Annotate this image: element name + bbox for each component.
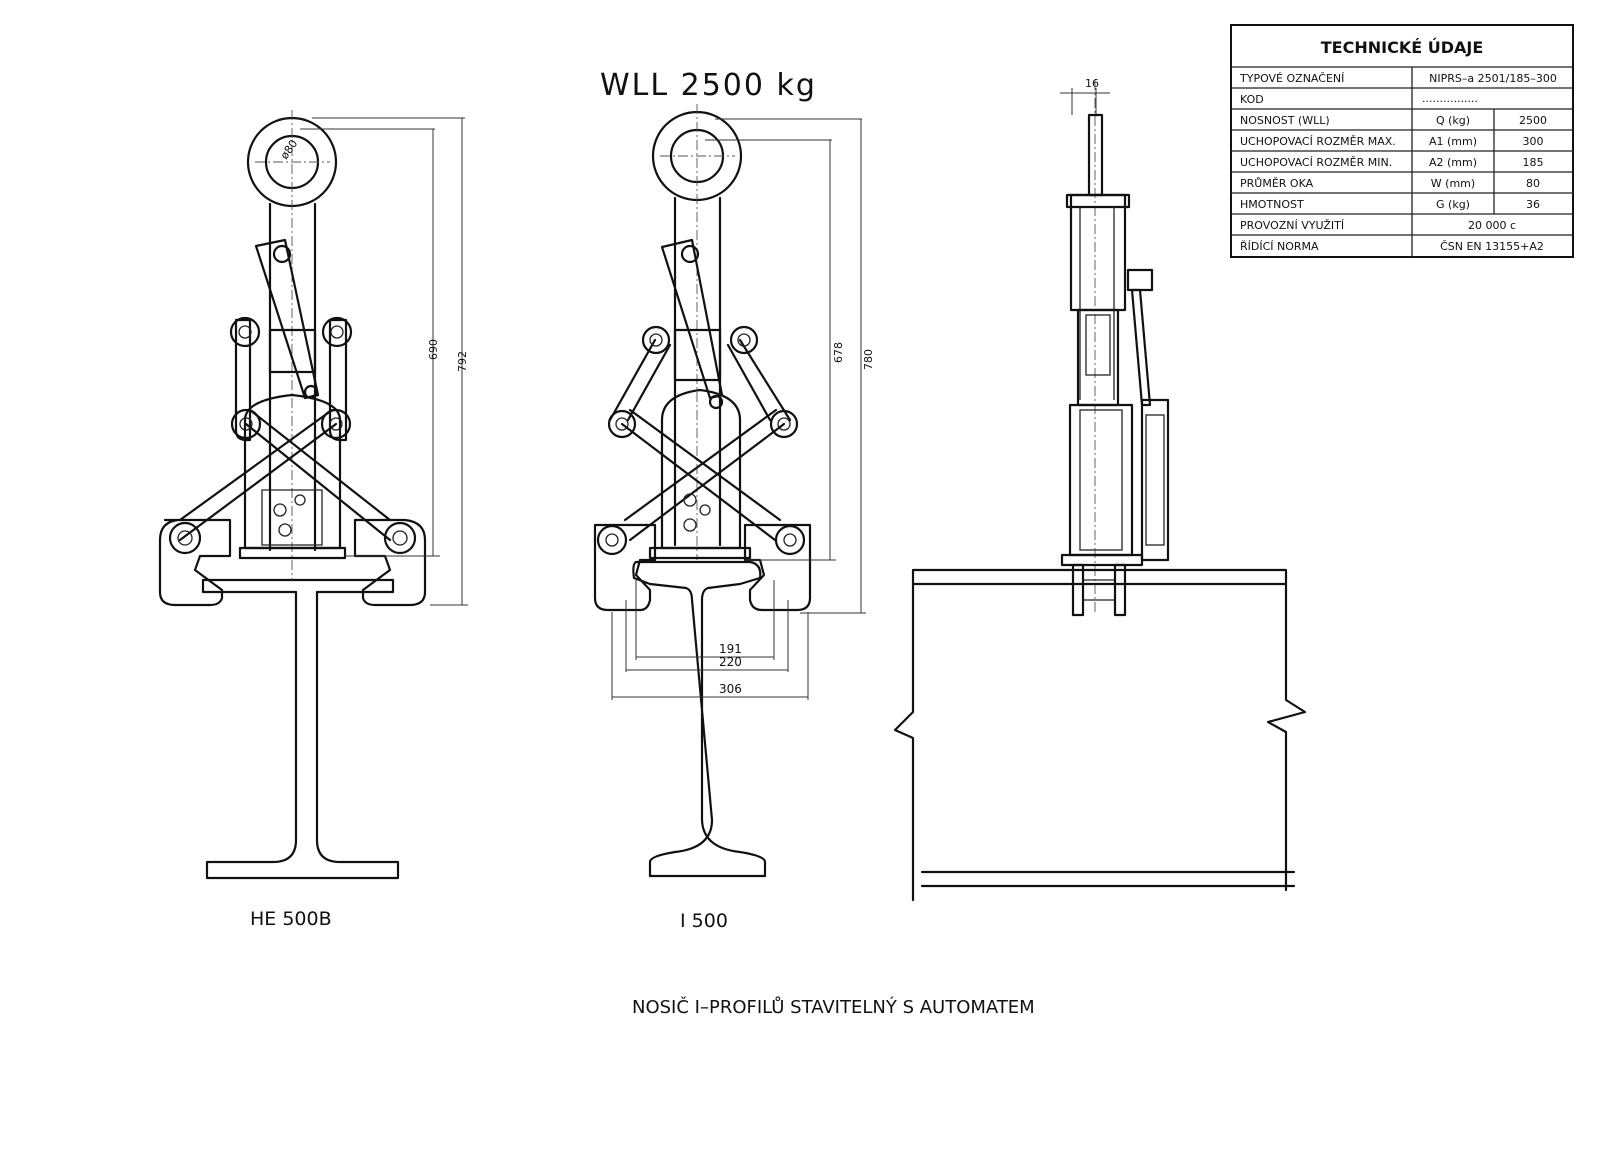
he500b-profile (201, 578, 400, 880)
dim-780: 780 (862, 349, 875, 370)
dim-306: 306 (719, 682, 742, 696)
row-unit: W (mm) (1431, 177, 1475, 190)
lifting-eye-left (246, 110, 338, 580)
row-unit: A1 (mm) (1429, 135, 1477, 148)
row-unit: G (kg) (1436, 198, 1470, 211)
dim-792: 792 (456, 351, 469, 372)
eye-diameter-label: ø80 (278, 137, 301, 161)
label-he500b: HE 500B (250, 908, 332, 930)
row-label: NOSNOST (WLL) (1240, 114, 1330, 127)
row-label: PRŮMĚR OKA (1240, 177, 1314, 190)
row-value: ČSN EN 13155+A2 (1440, 240, 1544, 253)
row-label: UCHOPOVACÍ ROZMĚR MAX. (1240, 135, 1396, 148)
row-value: 20 000 c (1468, 219, 1516, 232)
row-value: 36 (1526, 198, 1540, 211)
i500-profile (632, 560, 767, 878)
row-value: 2500 (1519, 114, 1547, 127)
middle-view: 678 780 191 220 306 I 500 (593, 104, 875, 932)
dim-16: 16 (1085, 77, 1099, 90)
row-label: TYPOVÉ OZNAČENÍ (1239, 72, 1344, 85)
beam-side-view (893, 568, 1307, 902)
row-value: ................ (1422, 92, 1478, 105)
drawing-caption: NOSIČ I–PROFILŮ STAVITELNÝ S AUTOMATEM (632, 996, 1035, 1018)
row-value: NIPRS–a 2501/185–300 (1429, 72, 1557, 85)
row-label: HMOTNOST (1240, 198, 1304, 211)
height-dimensions-left (300, 117, 468, 606)
row-label: PROVOZNÍ VYUŽITÍ (1240, 219, 1344, 232)
table-header: TECHNICKÉ ÚDAJE (1321, 38, 1484, 57)
row-value: 80 (1526, 177, 1540, 190)
row-label: UCHOPOVACÍ ROZMĚR MIN. (1240, 156, 1392, 169)
label-i500: I 500 (680, 910, 728, 932)
dim-191: 191 (719, 642, 742, 656)
width-dimensions (611, 580, 809, 700)
technical-data-table: TECHNICKÉ ÚDAJE TYPOVÉ OZNAČENÍ KOD NOSN… (1230, 24, 1574, 258)
left-view: ø80 (158, 110, 469, 930)
height-dimensions-middle (705, 118, 866, 614)
row-value: 185 (1523, 156, 1544, 169)
side-view: 16 (1060, 77, 1170, 617)
row-value: 300 (1523, 135, 1544, 148)
row-label: KOD (1240, 93, 1264, 106)
dim-690: 690 (427, 339, 440, 360)
dim-220: 220 (719, 655, 742, 669)
row-unit: A2 (mm) (1429, 156, 1477, 169)
dim-678: 678 (832, 342, 845, 363)
row-unit: Q (kg) (1436, 114, 1470, 127)
drawing-title: WLL 2500 kg (600, 68, 817, 103)
row-label: ŘÍDÍCÍ NORMA (1240, 240, 1319, 253)
